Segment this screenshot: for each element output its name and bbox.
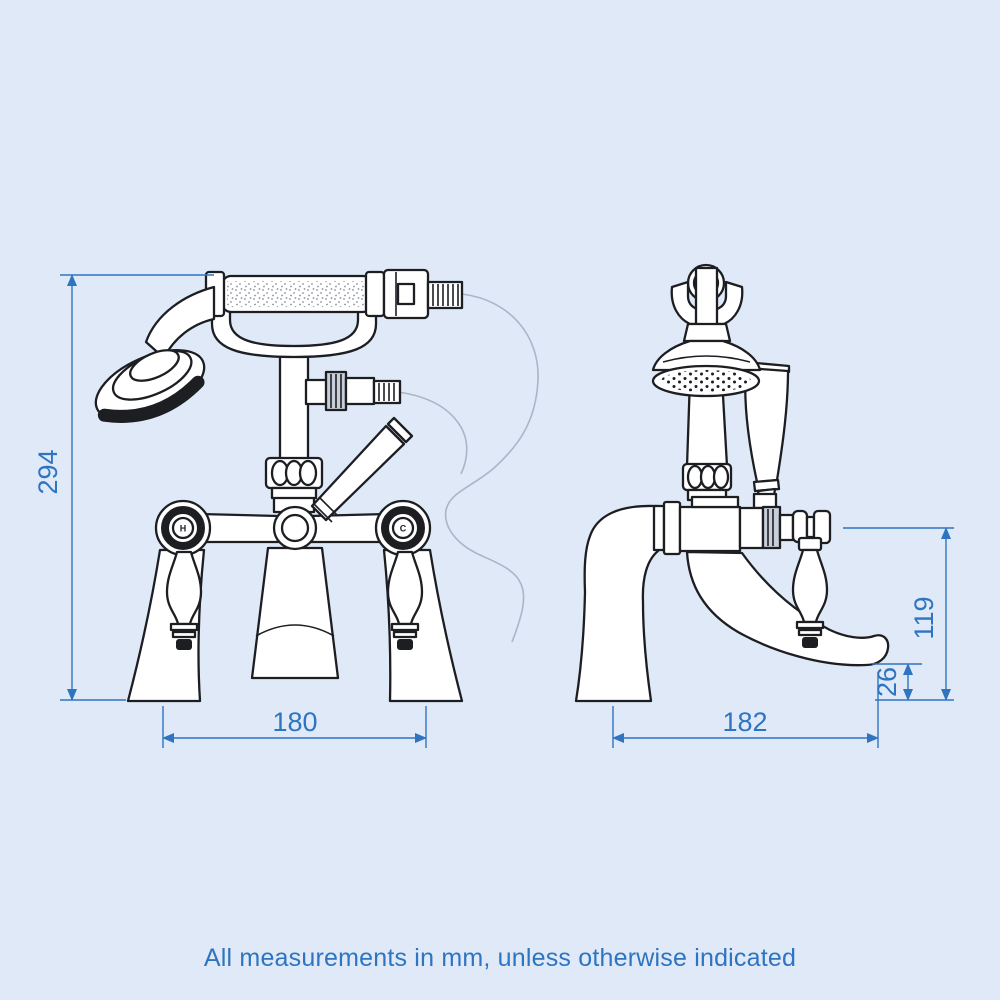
cradle-yoke bbox=[670, 280, 744, 326]
shower-hose-outlet bbox=[397, 391, 468, 475]
side-leg bbox=[574, 504, 660, 703]
spout-clearance-value: 26 bbox=[872, 667, 902, 697]
side-body bbox=[652, 495, 832, 556]
height-value: 294 bbox=[33, 449, 63, 494]
knurled-nut bbox=[264, 456, 324, 500]
front-spout bbox=[250, 546, 340, 680]
side-spout bbox=[685, 550, 890, 667]
cold-label: C bbox=[400, 524, 407, 534]
side-width-value: 182 bbox=[722, 707, 767, 737]
handset-neck bbox=[144, 285, 216, 360]
side-width-dimension: 182 bbox=[612, 672, 879, 748]
hot-label: H bbox=[180, 524, 187, 534]
front-view: H C bbox=[94, 268, 539, 703]
spout-clearance-dimension: 26 bbox=[872, 663, 922, 701]
front-width-dimension: 180 bbox=[162, 706, 427, 748]
diverter-lever bbox=[310, 416, 414, 523]
shower-head-side bbox=[651, 339, 762, 398]
shower-outlet bbox=[304, 370, 402, 412]
handset-head bbox=[94, 349, 206, 423]
cold-valve: C bbox=[374, 499, 432, 557]
spout-height-dimension: 119 bbox=[843, 527, 954, 701]
handset-grip bbox=[204, 268, 464, 320]
height-dimension: 294 bbox=[33, 274, 214, 701]
footnote: All measurements in mm, unless otherwise… bbox=[203, 944, 797, 972]
front-width-value: 180 bbox=[272, 707, 317, 737]
spout-height-value: 119 bbox=[909, 596, 939, 639]
hot-valve: H bbox=[154, 499, 212, 557]
knurled-nut-side bbox=[681, 462, 733, 502]
side-view bbox=[574, 263, 890, 703]
shower-hose bbox=[444, 293, 539, 643]
dimension-annotations: 294 180 182 119 26 bbox=[33, 274, 954, 748]
